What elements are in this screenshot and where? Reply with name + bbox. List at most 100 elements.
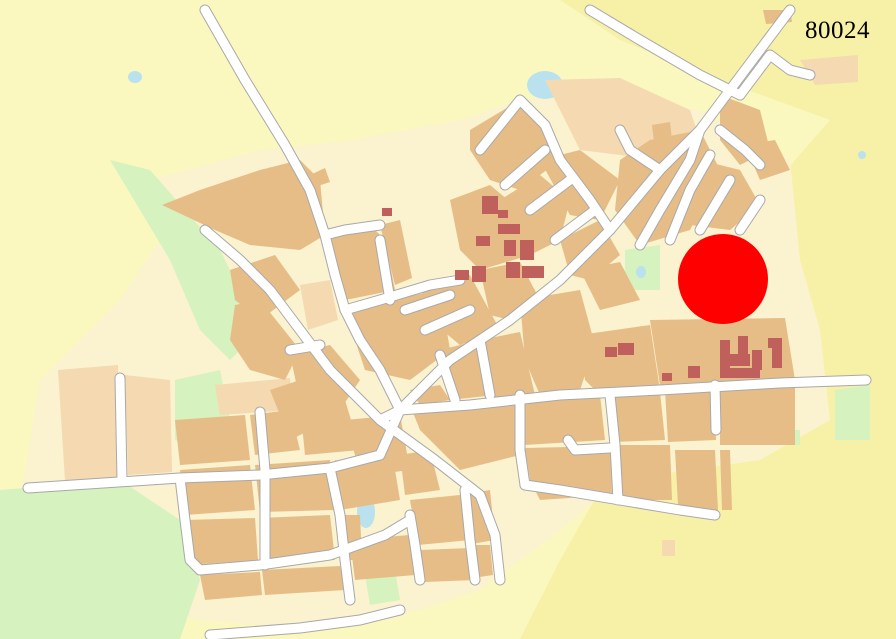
block bbox=[720, 385, 795, 445]
building bbox=[504, 240, 516, 256]
pond-northwest bbox=[128, 71, 142, 83]
building bbox=[738, 336, 748, 354]
building bbox=[730, 354, 750, 366]
block bbox=[230, 300, 300, 380]
block bbox=[310, 168, 330, 188]
building bbox=[455, 270, 469, 280]
building bbox=[752, 350, 762, 370]
block bbox=[580, 325, 660, 395]
block bbox=[200, 572, 262, 600]
block bbox=[300, 400, 360, 455]
road-sub-9 bbox=[695, 175, 735, 235]
block bbox=[720, 450, 732, 510]
parcel-commercial-west3 bbox=[215, 378, 292, 415]
road-east-cross-2 bbox=[605, 390, 623, 505]
location-marker[interactable] bbox=[678, 234, 768, 324]
road-southwest bbox=[195, 515, 415, 575]
road-sub-4 bbox=[550, 205, 600, 245]
road-east-cul bbox=[563, 435, 615, 455]
road-south-branch bbox=[375, 415, 505, 585]
road-sub-3 bbox=[525, 175, 575, 215]
building bbox=[472, 266, 486, 282]
road-sub-2 bbox=[500, 145, 550, 190]
road-sub-14 bbox=[475, 335, 495, 400]
building bbox=[506, 262, 520, 278]
block bbox=[410, 400, 520, 470]
road-east-cross-3 bbox=[710, 380, 721, 435]
block bbox=[652, 122, 672, 142]
block bbox=[480, 332, 535, 400]
road-sub-6 bbox=[615, 125, 665, 175]
parcel-commercial-west bbox=[58, 365, 118, 480]
block bbox=[185, 518, 258, 565]
road-central-w bbox=[340, 305, 405, 415]
road-southwest-3 bbox=[175, 473, 205, 575]
block bbox=[675, 450, 718, 510]
parcel-commercial-west2 bbox=[125, 375, 172, 475]
green-area-east bbox=[835, 385, 870, 440]
block bbox=[580, 262, 640, 310]
road-network bbox=[22, 4, 872, 639]
road-north bbox=[585, 5, 745, 100]
pond-farnorth bbox=[858, 151, 866, 159]
block bbox=[610, 392, 665, 442]
block bbox=[410, 495, 470, 545]
block bbox=[665, 388, 716, 442]
road-west-stub bbox=[115, 373, 127, 485]
block bbox=[520, 395, 605, 445]
green-area-west bbox=[0, 480, 200, 639]
pond-east bbox=[636, 266, 646, 278]
road-sub-11 bbox=[635, 125, 705, 250]
road-sub-21 bbox=[205, 605, 405, 639]
buildings bbox=[382, 196, 782, 381]
building bbox=[618, 343, 634, 355]
building bbox=[768, 338, 782, 348]
building bbox=[382, 208, 392, 216]
building bbox=[688, 366, 700, 378]
road-sub-1 bbox=[475, 95, 550, 155]
road-sub-16 bbox=[320, 220, 385, 240]
parcel-commercial-south bbox=[662, 540, 675, 556]
commercial-parcels bbox=[58, 55, 858, 556]
building bbox=[720, 368, 760, 378]
block bbox=[745, 140, 790, 180]
road-southwest-2 bbox=[255, 407, 270, 570]
building bbox=[520, 240, 534, 260]
road-sub-7 bbox=[715, 125, 765, 170]
building bbox=[720, 340, 730, 370]
road-east-cross bbox=[515, 390, 530, 490]
block bbox=[260, 515, 335, 562]
block bbox=[175, 415, 250, 465]
map-id-label: 80024 bbox=[805, 17, 870, 44]
block bbox=[380, 220, 412, 285]
building bbox=[522, 266, 544, 278]
parcel-commercial-mid bbox=[300, 280, 338, 330]
road-sub-18 bbox=[285, 340, 325, 355]
road-sub-17 bbox=[375, 235, 395, 305]
building bbox=[662, 373, 672, 381]
block bbox=[262, 566, 345, 595]
green-area-northwest bbox=[110, 160, 260, 360]
block bbox=[335, 460, 400, 510]
block bbox=[615, 445, 672, 500]
road-sub-13 bbox=[420, 305, 475, 335]
building bbox=[772, 348, 782, 368]
road-sub-12 bbox=[400, 290, 455, 315]
road-sub-8 bbox=[665, 150, 715, 245]
road-south-3 bbox=[325, 463, 355, 605]
road-sub-19 bbox=[405, 510, 425, 585]
building bbox=[498, 224, 520, 234]
block bbox=[520, 290, 595, 395]
road-northwest bbox=[200, 5, 350, 315]
road-sub-5 bbox=[540, 120, 615, 235]
building bbox=[605, 347, 617, 357]
green-area-south bbox=[365, 570, 400, 605]
block bbox=[162, 160, 325, 250]
road-sub-10 bbox=[735, 195, 765, 235]
road-ne-lane bbox=[735, 50, 815, 100]
road-sub-20 bbox=[460, 485, 480, 585]
building bbox=[476, 236, 490, 246]
building bbox=[498, 210, 508, 218]
